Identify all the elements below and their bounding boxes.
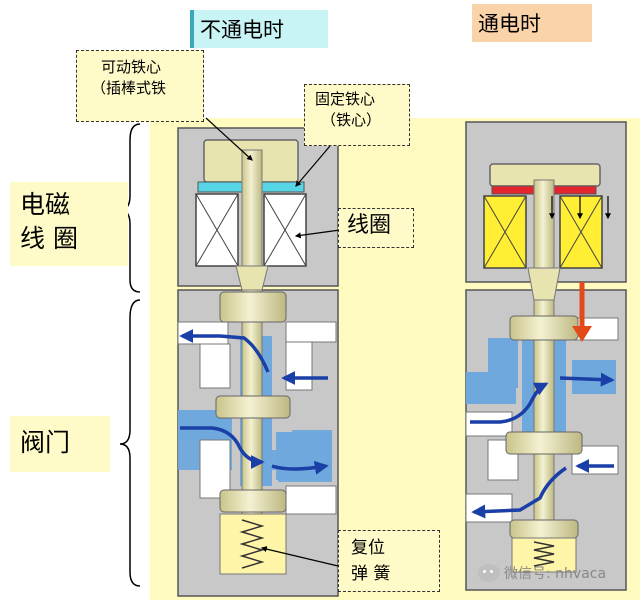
watermark: 微信号: nhvaca	[478, 560, 606, 586]
callout-movable-core-line1: 可动铁心	[101, 58, 162, 76]
label-solenoid-line2: 线 圈	[20, 224, 78, 253]
coil-on	[483, 195, 603, 269]
wechat-icon	[478, 564, 500, 582]
header-on: 通电时	[472, 4, 592, 42]
valve-on	[465, 121, 627, 591]
header-off-text: 不通电时	[200, 18, 284, 42]
valve-off	[177, 127, 339, 597]
callout-fixed-core: 固定铁心 （铁心）	[304, 84, 410, 146]
return-spring-on	[511, 537, 577, 573]
header-off: 不通电时	[190, 10, 328, 48]
brace-valve	[119, 299, 141, 587]
callout-spring-line2: 弹 簧	[351, 564, 391, 584]
label-solenoid-line1: 电磁	[20, 190, 71, 219]
coil-off	[195, 193, 307, 267]
callout-return-spring: 复位 弹 簧	[338, 530, 440, 592]
watermark-text: 微信号: nhvaca	[504, 566, 607, 582]
callout-coil-text: 线圈	[347, 213, 392, 238]
callout-movable-core: 可动铁心 （插棒式铁	[76, 50, 204, 122]
label-solenoid-coil: 电磁 线 圈	[10, 182, 128, 266]
header-on-text: 通电时	[478, 12, 541, 36]
callout-movable-core-line2: （插棒式铁	[91, 79, 167, 97]
callout-fixed-core-line1: 固定铁心	[315, 90, 376, 108]
callout-fixed-core-line2: （铁心）	[321, 111, 382, 129]
return-spring-off	[219, 513, 287, 575]
valve-stem-on	[533, 179, 555, 527]
label-valve: 阀门	[10, 416, 110, 472]
callout-spring-line1: 复位	[351, 538, 385, 558]
label-valve-text: 阀门	[20, 428, 71, 457]
callout-coil: 线圈	[338, 208, 414, 248]
